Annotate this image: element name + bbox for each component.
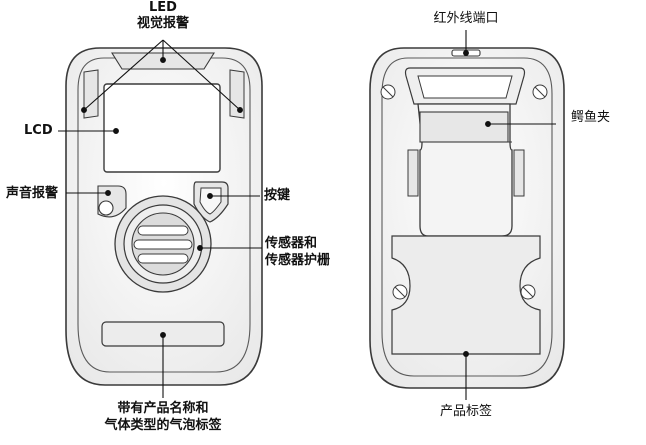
back-leader-lines: [463, 30, 556, 400]
back-inner-bezel: [381, 57, 553, 377]
clip-label: 鳄鱼夹: [571, 110, 611, 125]
alligator-clip-hinge: [419, 111, 509, 143]
alligator-clip-frame-inner: [417, 75, 513, 99]
front-button-face: [199, 187, 222, 215]
led-label: LED: [149, 0, 177, 15]
front-inner-bezel: [77, 57, 251, 373]
led-left-strip: [83, 69, 99, 119]
product-label-label: 产品标签: [439, 404, 492, 419]
lcd-label: LCD: [24, 123, 53, 138]
audible-alarm-port: [98, 200, 114, 216]
sensor-label-line2: 传感器护栅: [265, 253, 331, 268]
button-label: 按键: [264, 188, 291, 203]
lcd-screen: [103, 83, 221, 173]
gas-label-line1: 带有产品名称和: [117, 401, 209, 416]
back-screws: [380, 84, 548, 300]
sensor-label-line1: 传感器和: [265, 236, 318, 251]
back-view: [369, 47, 565, 389]
clip-rail-left: [407, 149, 419, 197]
clip-rail-right: [513, 149, 525, 197]
gas-label-line2: 气体类型的气泡标签: [104, 418, 222, 433]
sensor-grille: [114, 195, 212, 293]
ir-port-label: 红外线端口: [433, 11, 499, 26]
led-right-strip: [229, 69, 245, 119]
visual-alarm-label: 视觉报警: [136, 16, 189, 31]
product-label-area: [391, 235, 541, 355]
audible-alarm-label: 声音报警: [6, 186, 59, 201]
front-leader-lines: [58, 39, 262, 398]
